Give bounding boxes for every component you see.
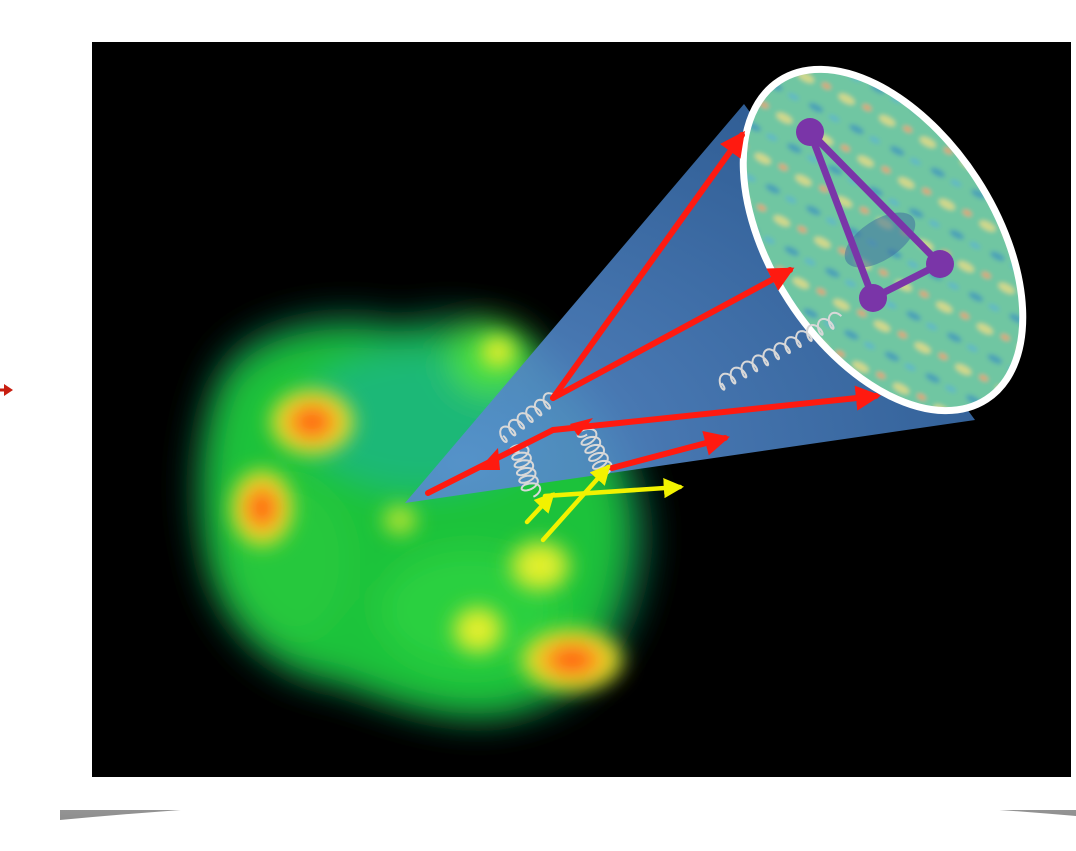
side-arrow-icon (0, 384, 13, 396)
red-arrow (609, 430, 730, 471)
red-arrow-head (478, 448, 500, 470)
gluon-spring (499, 392, 556, 444)
purple-triangle (796, 118, 954, 312)
gluon-spring (718, 311, 843, 391)
triangle-vertex (926, 250, 954, 278)
yellow-arrow (524, 492, 555, 525)
yellow-arrow (540, 463, 611, 543)
triangle-vertex (859, 284, 887, 312)
red-arrow (550, 130, 745, 401)
red-arrow (550, 385, 882, 433)
red-particle-arrows (425, 130, 882, 496)
triangle-vertex (796, 118, 824, 146)
red-arrow-head (570, 418, 593, 436)
yellow-particle-arrows (524, 463, 685, 543)
red-arrow (550, 267, 795, 401)
lens-rim (739, 65, 1027, 415)
yellow-arrow (542, 477, 685, 499)
gluon-springs (499, 311, 843, 498)
gluon-spring (509, 443, 542, 498)
